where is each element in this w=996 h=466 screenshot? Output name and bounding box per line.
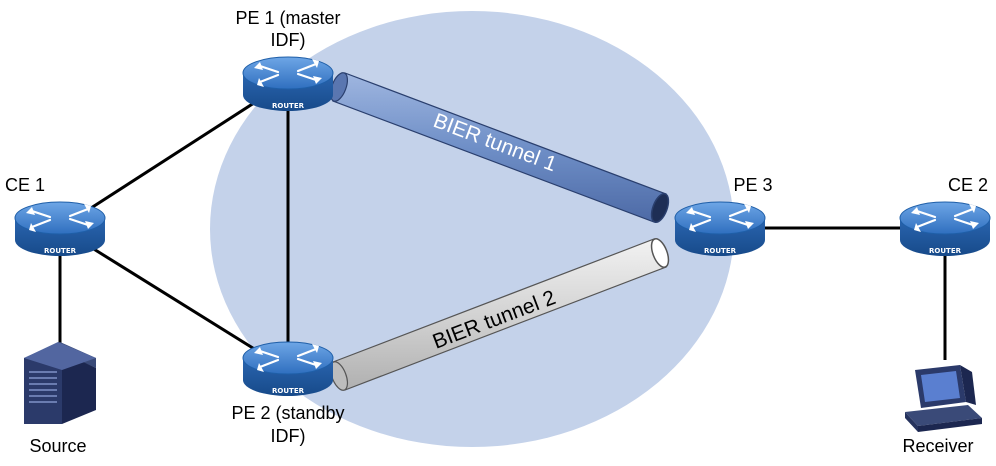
- pe1-label-line2: IDF): [271, 30, 306, 50]
- link-ce1-pe1: [59, 81, 286, 230]
- bier-domain: [210, 11, 734, 447]
- router-ce1-badge: ROUTER: [44, 247, 77, 255]
- ce2-label: CE 2: [948, 175, 988, 195]
- source-label: Source: [29, 436, 86, 456]
- server-icon: [24, 342, 96, 424]
- computer-icon: [905, 365, 982, 432]
- pe2-label-line1: PE 2 (standby: [231, 403, 344, 423]
- router-pe3[interactable]: ROUTER: [673, 200, 767, 258]
- link-ce1-pe2: [59, 226, 286, 370]
- router-ce2[interactable]: ROUTER: [898, 200, 992, 258]
- pe1-label-line1: PE 1 (master: [235, 8, 340, 28]
- router-pe1[interactable]: ROUTER: [241, 55, 335, 113]
- pe2-label-line2: IDF): [271, 426, 306, 446]
- router-pe2-badge: ROUTER: [272, 387, 305, 395]
- router-ce1[interactable]: ROUTER: [13, 200, 107, 258]
- pe3-label: PE 3: [733, 175, 772, 195]
- receiver-label: Receiver: [902, 436, 973, 456]
- router-pe3-badge: ROUTER: [704, 247, 737, 255]
- ce1-label: CE 1: [5, 175, 45, 195]
- router-ce2-badge: ROUTER: [929, 247, 962, 255]
- router-pe1-badge: ROUTER: [272, 102, 305, 110]
- links: [58, 81, 947, 370]
- router-pe2[interactable]: ROUTER: [241, 340, 335, 398]
